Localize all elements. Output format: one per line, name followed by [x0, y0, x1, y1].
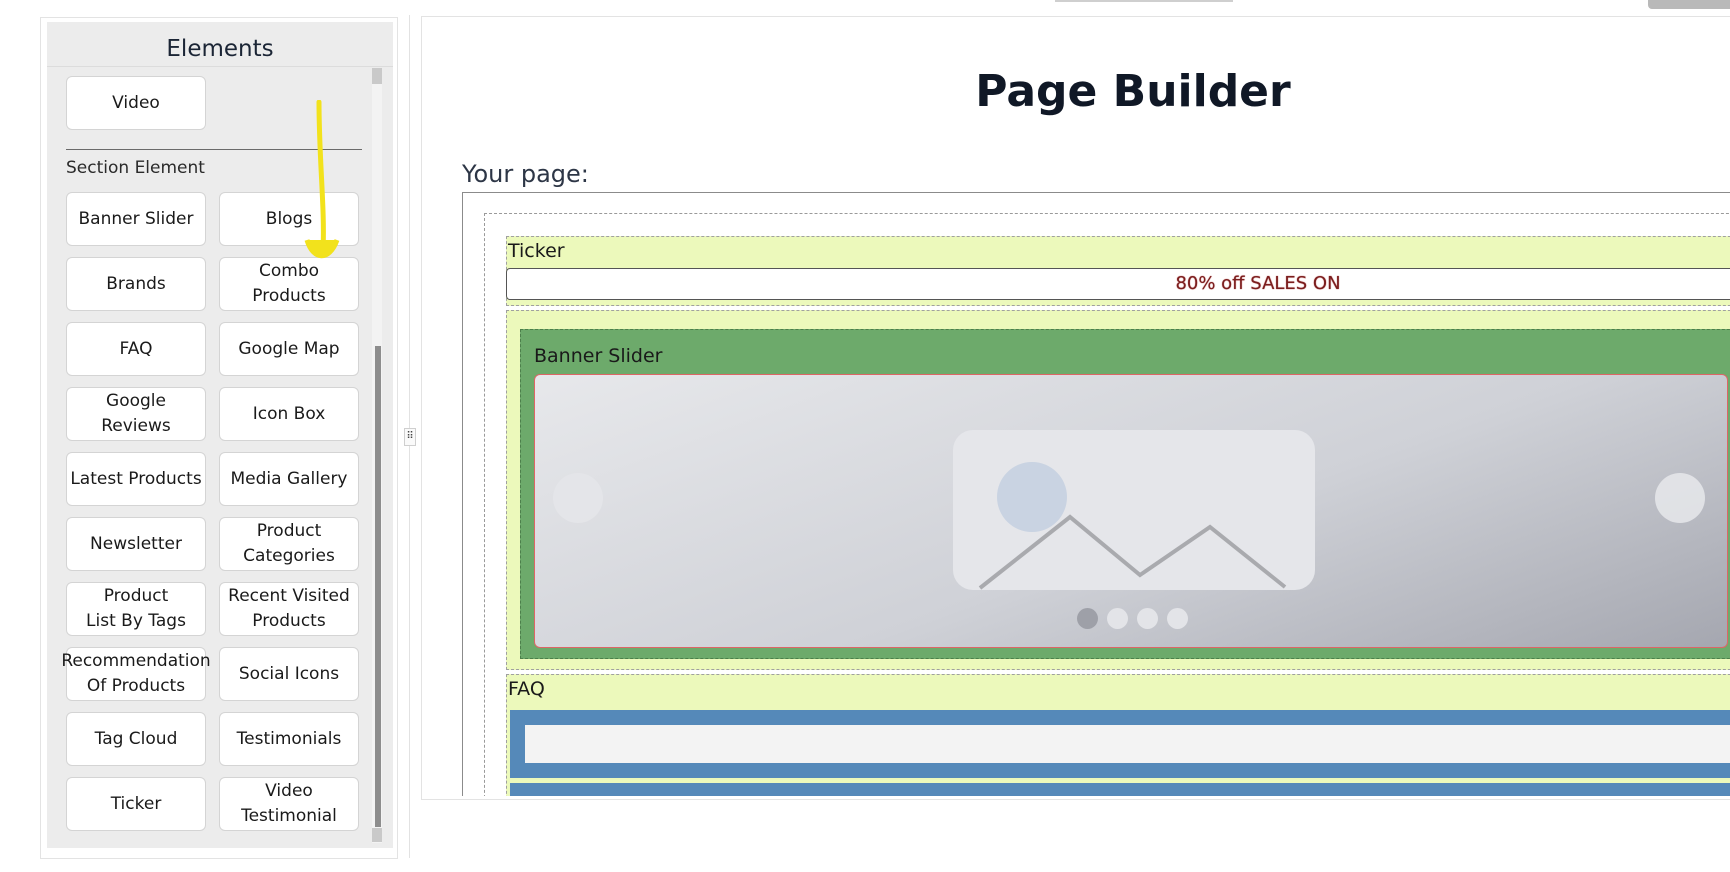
your-page-label: Your page:	[462, 160, 589, 188]
page-title: Page Builder	[975, 66, 1291, 117]
resize-handle-icon[interactable]: ⠿	[404, 428, 416, 446]
element-media-gallery-button[interactable]: Media Gallery	[219, 452, 359, 506]
element-blogs-button[interactable]: Blogs	[219, 192, 359, 246]
scroll-up-arrow[interactable]	[372, 68, 382, 84]
element-google-map-button[interactable]: Google Map	[219, 322, 359, 376]
ticker-section-label: Ticker	[508, 240, 565, 262]
element-google-reviews-button[interactable]: Google Reviews	[66, 387, 206, 441]
ticker-bar: 80% off SALES ON	[506, 268, 1730, 300]
slider-next-button[interactable]	[1655, 473, 1705, 523]
banner-slider[interactable]	[534, 374, 1728, 648]
element-video-button[interactable]: Video	[66, 76, 206, 130]
banner-section-label: Banner Slider	[534, 345, 663, 367]
element-latest-products-button[interactable]: Latest Products	[66, 452, 206, 506]
element-tag-cloud-button[interactable]: Tag Cloud	[66, 712, 206, 766]
faq-item-bar-2[interactable]	[510, 783, 1730, 796]
elements-panel: Elements Video Section Element Banner Sl…	[47, 22, 393, 848]
element-product-list-by-tags-button[interactable]: Product List By Tags	[66, 582, 206, 636]
slider-dot-3[interactable]	[1137, 608, 1158, 629]
ticker-text: 80% off SALES ON	[1175, 273, 1341, 294]
scrollbar-thumb[interactable]	[375, 346, 381, 827]
section-divider	[66, 149, 362, 150]
element-testimonials-button[interactable]: Testimonials	[219, 712, 359, 766]
panel-title: Elements	[166, 36, 274, 62]
top-tab-strip	[1055, 0, 1233, 2]
title-divider	[47, 66, 393, 67]
placeholder-sun-icon	[997, 462, 1067, 532]
placeholder-mountains-icon	[978, 514, 1287, 590]
element-newsletter-button[interactable]: Newsletter	[66, 517, 206, 571]
top-right-control[interactable]	[1648, 0, 1730, 9]
faq-item-body	[525, 725, 1730, 763]
element-faq-button[interactable]: FAQ	[66, 322, 206, 376]
element-icon-box-button[interactable]: Icon Box	[219, 387, 359, 441]
element-banner-slider-button[interactable]: Banner Slider	[66, 192, 206, 246]
slider-dot-2[interactable]	[1107, 608, 1128, 629]
page-canvas[interactable]: Ticker 80% off SALES ON Banner Slider FA…	[462, 192, 1730, 796]
element-ticker-button[interactable]: Ticker	[66, 777, 206, 831]
element-combo-products-button[interactable]: Combo Products	[219, 257, 359, 311]
slider-dot-1[interactable]	[1077, 608, 1098, 629]
element-product-categories-button[interactable]: Product Categories	[219, 517, 359, 571]
section-label: Section Element	[66, 158, 205, 178]
element-recommendation-of-products-button[interactable]: Recommendation Of Products	[61, 647, 211, 701]
scroll-down-arrow[interactable]	[372, 828, 382, 842]
builder-frame	[421, 16, 1730, 800]
slider-prev-button[interactable]	[553, 473, 603, 523]
element-video-testimonial-button[interactable]: Video Testimonial	[219, 777, 359, 831]
element-brands-button[interactable]: Brands	[66, 257, 206, 311]
slider-dot-4[interactable]	[1167, 608, 1188, 629]
element-recent-visited-products-button[interactable]: Recent Visited Products	[219, 582, 359, 636]
faq-section-label: FAQ	[508, 678, 545, 700]
element-social-icons-button[interactable]: Social Icons	[219, 647, 359, 701]
page-dropzone[interactable]	[484, 213, 1730, 796]
